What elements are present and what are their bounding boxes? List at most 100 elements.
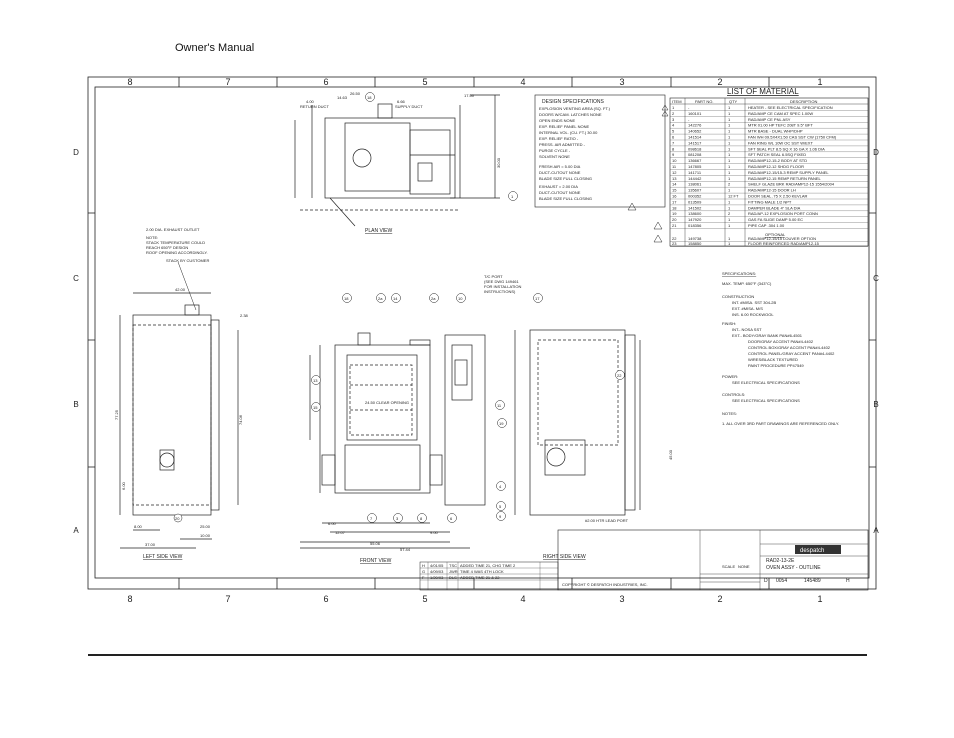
bom-cell: 19 bbox=[672, 211, 677, 216]
specifications-block: SPECIFICATIONS: MAX. TEMP. 650°F (343°C)… bbox=[722, 271, 839, 426]
zone-bottom-5: 5 bbox=[422, 594, 427, 604]
design-spec-row: EXP. RELIEF RATIO - bbox=[539, 136, 579, 141]
bom-cell: 6 bbox=[672, 135, 675, 140]
dim-55-06: 55.06 bbox=[370, 541, 381, 546]
balloon-10: 10 bbox=[458, 296, 463, 301]
bom-header-qty: QTY bbox=[729, 99, 738, 104]
bom-cell: 9 bbox=[672, 152, 675, 157]
left-view-title: LEFT SIDE VIEW bbox=[143, 554, 183, 560]
bom-cell: 21 bbox=[672, 223, 677, 228]
left-side-view bbox=[119, 292, 239, 549]
bom-cell: 1 bbox=[728, 241, 731, 246]
design-specs-rows: EXPLOSION VENTING AREA (SQ. FT.) DOORS W… bbox=[539, 106, 611, 201]
balloon-6: 6 bbox=[450, 516, 453, 521]
design-spec-row: INTERNAL VOL. (CU. FT.) 30.00 bbox=[539, 130, 598, 135]
bom-cell: 1 bbox=[728, 217, 731, 222]
zone-labels-top: 8 7 6 5 4 3 2 1 bbox=[127, 77, 822, 87]
bom-cell: 081208 bbox=[688, 152, 702, 157]
bom-cell: MTR BASE - DUAL WHP/DHP bbox=[748, 129, 803, 134]
tc-port-label: T/C PORT bbox=[484, 274, 503, 279]
left-side-labels: 42.00 2.38 77.25 74.06 8.00 25.00 10.00 … bbox=[114, 287, 249, 547]
bom-cell: 10 bbox=[672, 158, 677, 163]
zone-top-1: 1 bbox=[817, 77, 822, 87]
bom-cell: 1 bbox=[728, 176, 731, 181]
design-spec-row: BLADE SIZE FULL CLOSING bbox=[539, 196, 592, 201]
bom-cell: 1 bbox=[728, 105, 731, 110]
bom-cell: 1 bbox=[728, 111, 731, 116]
bom-cell: 5 bbox=[672, 129, 675, 134]
bom-cell: RAD/AMP12-15 REMP RETURN PANEL bbox=[748, 176, 822, 181]
spec-construction-3: INS. 6.00 ROCKWOOL bbox=[732, 312, 774, 317]
bom-cell: 141502 bbox=[688, 205, 702, 210]
dim-9-00: 9.00 bbox=[430, 530, 439, 535]
revision-cell: G bbox=[422, 569, 425, 574]
tc-line-1: (SEE DWG 149461 bbox=[484, 279, 519, 284]
zone-ticks bbox=[88, 77, 876, 589]
bom-cell: 147920 bbox=[688, 217, 702, 222]
revision-cell: F bbox=[422, 575, 425, 580]
balloon-2a-b: 2a bbox=[431, 296, 436, 301]
spec-finish-5: CONTROL PANEL/GRAY ACCENT PAN#4-4402 bbox=[748, 351, 835, 356]
balloon-18: 18 bbox=[344, 296, 349, 301]
row-labels: D C B A D C B A bbox=[73, 148, 879, 535]
note-label: NOTE: bbox=[146, 235, 158, 240]
zone-bottom-3: 3 bbox=[619, 594, 624, 604]
revision-cell: TSC bbox=[449, 563, 457, 568]
bom-cell: 12 FT bbox=[728, 194, 739, 199]
spec-construction-2: EXT. #MISA. M/S bbox=[732, 306, 763, 311]
revision-cell: ADDED TIME 21 & 22 bbox=[460, 575, 500, 580]
drawing-title: RAD2-13-2E bbox=[766, 558, 795, 564]
bom-cell: RAD/AMP12-15-2 BODY AT STD bbox=[748, 158, 807, 163]
design-spec-row: EXP. RELIEF PANEL NONE bbox=[539, 124, 589, 129]
bom-cell: 1 bbox=[728, 236, 731, 241]
balloon-2a-a: 2a bbox=[378, 296, 383, 301]
bom-cell: 11 bbox=[672, 164, 677, 169]
bom-cell: 136667 bbox=[688, 158, 702, 163]
balloon-20 bbox=[173, 513, 183, 523]
row-left-c: C bbox=[73, 274, 79, 283]
title-block-grid bbox=[699, 530, 868, 590]
bom-cell: 1 bbox=[728, 135, 731, 140]
plan-view-labels: 26.50 14.63 4.00 RETURN DUCT 6.66 SUPPLY… bbox=[300, 91, 501, 168]
design-spec-row: DUCT-CUTOUT NONE bbox=[539, 170, 581, 175]
bom-header-part: PART NO. bbox=[695, 99, 713, 104]
spec-finish-4: CONTROL BOX/GRAY ACCENT PAN#4-4402 bbox=[748, 345, 831, 350]
htr-lead-label: #2.00 HTR LEAD PORT bbox=[585, 518, 629, 523]
spec-power: SEE ELECTRICAL SPECIFICATIONS bbox=[732, 380, 800, 385]
bom-cell: 141514 bbox=[688, 135, 702, 140]
bom-cell: MTR 01.00 HP TEFC 208T 9.5" BFT bbox=[748, 123, 813, 128]
spec-finish-7: PAINT PROCEDURE PP47549 bbox=[748, 363, 804, 368]
balloon-9: 9 bbox=[499, 514, 502, 519]
spec-construction-1: INT. #MISA. SST 304-2B bbox=[732, 300, 776, 305]
bom-cell: 1 bbox=[728, 170, 731, 175]
bom-cell: 140652 bbox=[688, 129, 702, 134]
balloons: 18 1 18 2a 14 2a 10 17 22 11 19 4 5 9 7 … bbox=[311, 92, 625, 523]
spec-max-temp: MAX. TEMP. 650°F (343°C) bbox=[722, 281, 772, 286]
design-spec-row: EXHAUST = 2.00 DIA bbox=[539, 184, 578, 189]
bom-optional-label: OPTIONAL bbox=[765, 232, 786, 237]
bom-cell: 14 bbox=[672, 182, 677, 187]
drawing-code: 0054 bbox=[776, 578, 787, 584]
bom-cell: GAS FA SLIDE DAMP 5.00 EC bbox=[748, 217, 803, 222]
bom-cell: RAD/AMP12-15 DOOR LH bbox=[748, 188, 796, 193]
design-spec-row: PRESS. AIR ADMITTED - bbox=[539, 142, 586, 147]
bom-cell: DOOR SEAL .75 X 2.50 KEVLAR bbox=[748, 194, 808, 199]
dim-74-06: 74.06 bbox=[238, 414, 243, 425]
bom-cell: RAD/AMP12-15/15 LOUVER OPTION bbox=[748, 236, 816, 241]
bom-cell: 8 bbox=[672, 146, 675, 151]
bom-title: LIST OF MATERIAL bbox=[727, 87, 799, 96]
bom-headers: ITEM PART NO. QTY DESCRIPTION bbox=[672, 99, 817, 104]
zone-bottom-6: 6 bbox=[323, 594, 328, 604]
dim-10-00: 10.00 bbox=[200, 533, 211, 538]
bom-cell: 7 bbox=[672, 140, 675, 145]
spec-finish-title: FINISH: bbox=[722, 321, 736, 326]
balloon-2-plan: 1 bbox=[511, 194, 514, 199]
right-view-labels: T/C PORT (SEE DWG 149461 FOR INSTALLATIO… bbox=[484, 274, 673, 523]
bom-cell: 135607 bbox=[688, 188, 702, 193]
note-line-3: ROOF OPENING ACCORDINGLY. bbox=[146, 250, 208, 255]
bom-cell: 018356 bbox=[688, 223, 702, 228]
spec-finish-2: EXT.- BODY/GRAY BANK PAN#6-4501 bbox=[732, 333, 803, 338]
zone-bottom-8: 8 bbox=[127, 594, 132, 604]
bom-table bbox=[669, 97, 869, 247]
